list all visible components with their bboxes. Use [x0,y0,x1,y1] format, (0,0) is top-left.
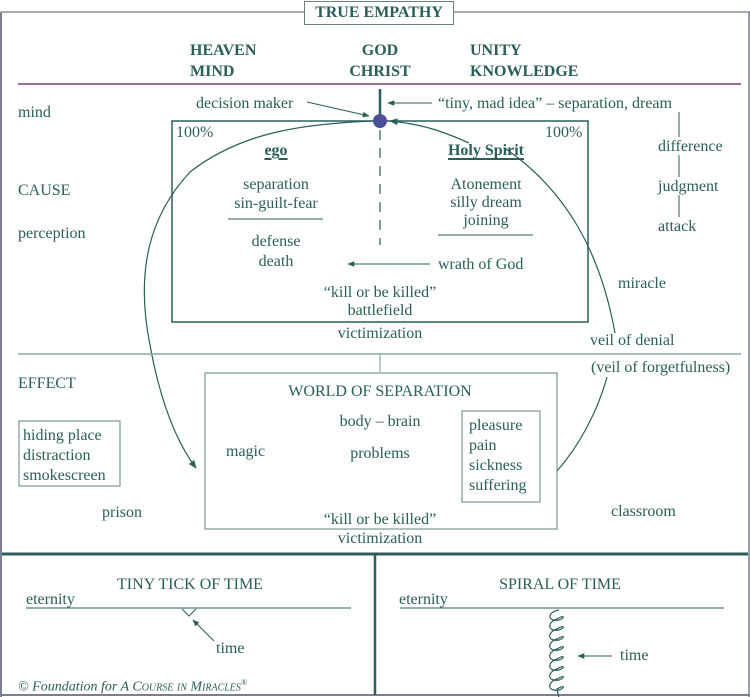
ego-defense: defense [251,233,301,250]
wrath-of-god: wrath of God [438,256,524,273]
hiding-place-box [18,420,121,487]
veil-of-denial: veil of denial [590,332,675,349]
label-effect: EFFECT [18,375,76,392]
victimization-top: victimization [337,325,423,342]
body-brain: body – brain [339,413,421,430]
hs-joining: joining [463,212,509,229]
header-unity: UNITY [470,42,522,59]
spiral-title: SPIRAL OF TIME [499,576,621,593]
holy-spirit-arc [505,148,616,334]
kill-or-be-killed-bottom: “kill or be killed” [323,511,437,528]
diagram-title: TRUE EMPATHY [304,1,454,25]
pleasure: pleasure [469,417,523,434]
hs-silly-dream: silly dream [450,194,522,211]
decision-maker-node [373,114,387,128]
copyright: © Foundation for A Course in Miracles® [18,674,247,697]
kill-or-be-killed-top: “kill or be killed” [323,284,437,301]
percent-right: 100% [545,124,583,141]
holy-spirit-arc-top [389,118,470,144]
ego-heading: ego [264,142,288,159]
copyright-course: Course in Miracles [132,679,241,695]
eternity-left: eternity [26,591,75,608]
header-god: GOD [361,42,399,59]
tick-time-arrow [192,619,215,642]
header-heaven: HEAVEN [190,42,257,59]
chain-difference: difference [658,138,723,155]
decision-maker-arrow [306,101,370,118]
spiral-of-time [549,609,564,697]
holy-spirit-heading: Holy Spirit [447,142,524,159]
magic: magic [226,443,266,460]
pain: pain [469,437,497,454]
decision-maker-label: decision maker [196,95,294,112]
registered-mark: ® [240,678,247,687]
world-title: WORLD OF SEPARATION [288,383,472,400]
ego-death: death [258,253,294,270]
problems: problems [350,445,410,462]
header-mind: MIND [190,63,235,80]
header-christ: CHRIST [349,63,411,80]
hs-atonement: Atonement [450,176,522,193]
header-knowledge: KNOWLEDGE [470,63,579,80]
eternity-right: eternity [399,591,448,608]
victimization-bottom: victimization [337,530,423,547]
suffering: suffering [469,477,527,494]
smokescreen: smokescreen [23,467,106,484]
chain-judgment: judgment [658,178,719,195]
ego-sin-guilt-fear: sin-guilt-fear [234,195,318,212]
battlefield: battlefield [347,302,413,319]
veil-of-forgetfulness: (veil of forgetfulness) [591,359,731,376]
miracle-label: miracle [618,275,666,292]
ego-separation: separation [243,176,309,193]
tiny-mad-idea-label: “tiny, mad idea” – separation, dream [438,95,672,112]
classroom: classroom [611,503,676,520]
tick-time-label: time [216,640,245,657]
hiding-place: hiding place [23,427,102,444]
spiral-time-label: time [620,647,649,664]
suffering-box [461,410,541,503]
chain-attack: attack [658,218,697,235]
sickness: sickness [469,457,523,474]
label-cause: CAUSE [18,182,71,199]
label-prison: prison [102,504,142,521]
ego-arc [143,120,373,469]
tiny-tick-title: TINY TICK OF TIME [117,576,263,593]
percent-left: 100% [176,124,214,141]
label-perception: perception [18,225,86,242]
forgetfulness-arc [556,376,608,472]
label-mind: mind [18,104,51,121]
world-box [204,372,558,530]
tick-mark [181,608,197,617]
copyright-prefix: © Foundation for A [18,679,133,695]
distraction: distraction [23,447,91,464]
